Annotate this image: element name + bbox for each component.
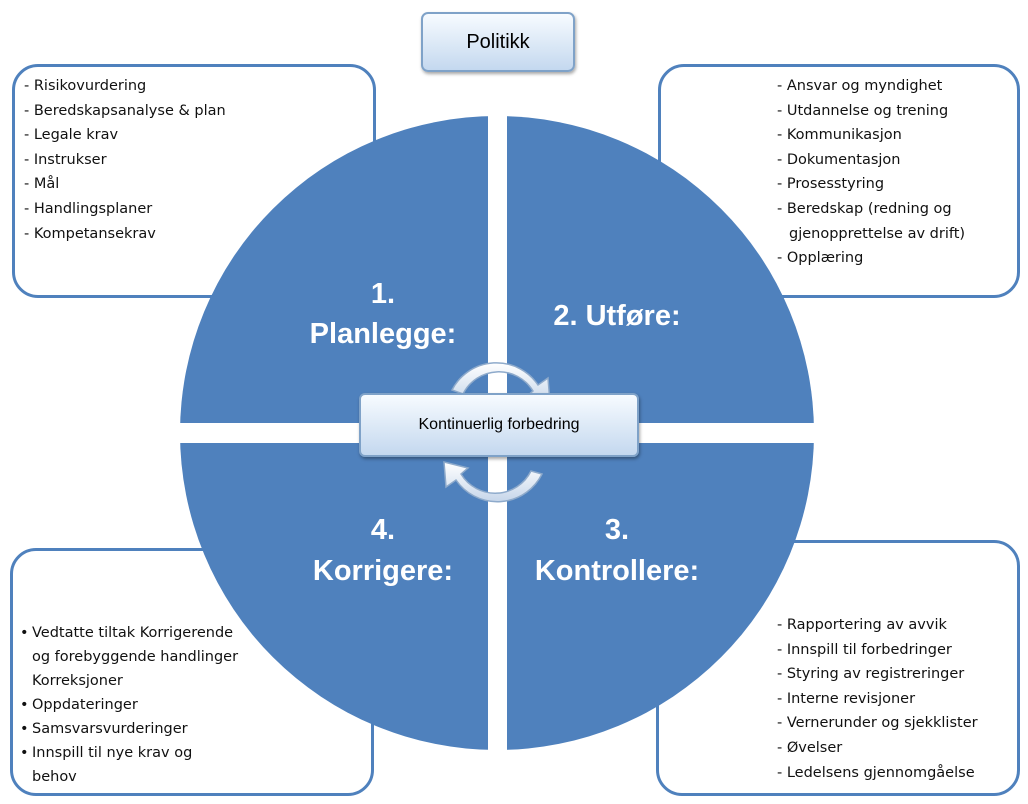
list-item: Vedtatte tiltak Korrigerende og forebygg… [20,621,248,693]
q3-number: 3. [605,514,629,546]
list-item: - Ledelsens gjennomgåelse [777,764,975,781]
list-top-right: - Ansvar og myndighet - Utdannelse og tr… [777,74,1015,271]
list-item: Oppdateringer [20,693,248,717]
kontinuerlig-forbedring-label: Kontinuerlig forbedring [359,393,639,457]
q1-title: Planlegge: [310,318,457,350]
list-item: - Risikovurdering [24,78,147,94]
list-item: - Beredskap (redning og [777,200,952,217]
list-item: - Instrukser [24,151,107,168]
q4-number: 4. [371,514,395,546]
list-item: - Dokumentasjon [777,151,901,168]
q3-title: Kontrollere: [535,555,699,587]
list-bottom-right: - Rapportering av avvik - Innspill til f… [777,613,1015,785]
list-bottom-left: Vedtatte tiltak Korrigerende og forebygg… [20,621,248,789]
q4-title: Korrigere: [313,555,453,587]
list-item: - Interne revisjoner [777,690,916,707]
list-item: - Styring av registreringer [777,666,965,683]
list-item: - Prosesstyring [777,176,885,193]
list-item: gjenopprettelse av drift) [789,225,966,242]
list-item: - Innspill til forbedringer [777,641,952,658]
list-item: - Kompetansekrav [24,225,156,242]
list-item: - Ansvar og myndighet [777,78,943,94]
list-top-left: - Risikovurdering - Beredskapsanalyse & … [24,74,370,246]
list-item: - Kommunikasjon [777,127,902,144]
list-item: - Legale krav [24,127,119,144]
list-item: - Beredskapsanalyse & plan [24,102,226,119]
list-item: - Mål [24,176,60,193]
list-item: - Utdannelse og trening [777,102,949,119]
politikk-label: Politikk [421,12,575,72]
list-item: Samsvarsvurderinger [20,717,248,741]
list-item: - Opplæring [777,250,864,267]
list-item: - Øvelser [777,739,843,756]
list-item: Innspill til nye krav og behov [20,741,222,789]
q1-number: 1. [371,278,395,310]
q2-title: 2. Utføre: [553,300,680,332]
list-item: - Handlingsplaner [24,200,153,217]
list-item: - Rapportering av avvik [777,617,947,633]
list-item: - Vernerunder og sjekklister [777,715,978,732]
